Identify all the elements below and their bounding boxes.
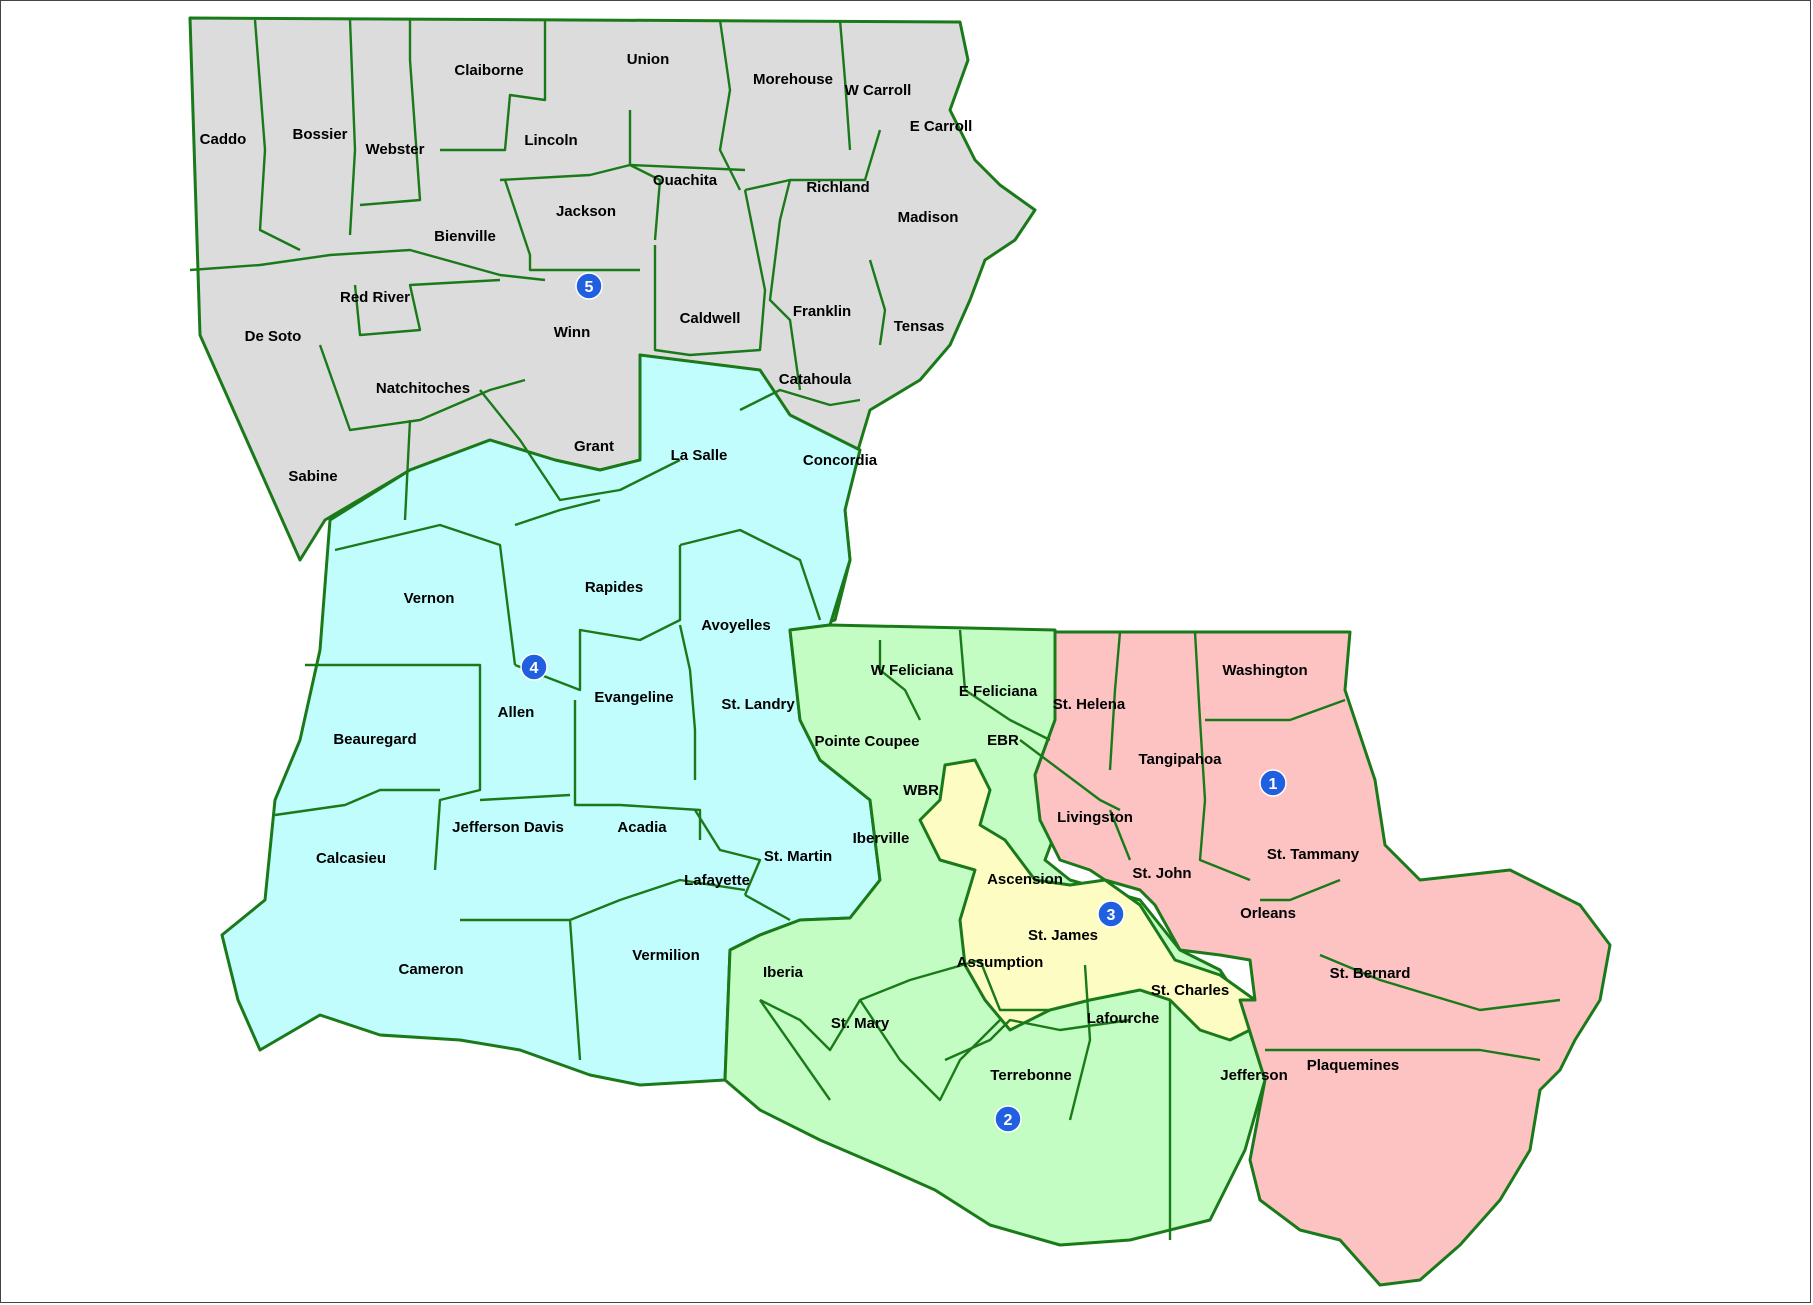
parish-label: Catahoula — [779, 371, 852, 388]
parish-label: St. Charles — [1151, 982, 1229, 999]
parish-labels: Caddo Bossier Webster Claiborne Union Mo… — [200, 51, 1411, 1084]
parish-label: Tensas — [894, 318, 945, 335]
parish-label: Red River — [340, 289, 410, 306]
parish-label: WBR — [903, 782, 939, 799]
parish-label: Morehouse — [753, 71, 833, 88]
parish-label: Vernon — [404, 590, 455, 607]
district-1-marker: 1 — [1259, 769, 1287, 797]
parish-label: Madison — [898, 209, 959, 226]
parish-label: Washington — [1222, 662, 1307, 679]
parish-label: Ouachita — [653, 172, 718, 189]
parish-label: Caldwell — [680, 310, 741, 327]
parish-label: Lafayette — [684, 872, 750, 889]
parish-label: Sabine — [288, 468, 337, 485]
district-marker-dot — [520, 653, 548, 681]
district-4-marker: 4 — [520, 653, 548, 681]
parish-label: Bienville — [434, 228, 496, 245]
parish-label: Beauregard — [333, 731, 416, 748]
parish-label: Concordia — [803, 452, 878, 469]
district-marker-dot — [1097, 900, 1125, 928]
parish-label: St. James — [1028, 927, 1098, 944]
district-number: 3 — [1107, 907, 1116, 924]
parish-label: Tangipahoa — [1138, 751, 1222, 768]
parish-label: St. Mary — [831, 1015, 890, 1032]
district-1-region — [1033, 630, 1612, 1287]
parish-label: St. John — [1132, 865, 1191, 882]
parish-label: Orleans — [1240, 905, 1296, 922]
parish-label: Vermilion — [632, 947, 700, 964]
parish-label: EBR — [987, 732, 1019, 749]
parish-label: De Soto — [245, 328, 302, 345]
parish-label: Richland — [806, 179, 869, 196]
parish-label: Calcasieu — [316, 850, 386, 867]
parish-label: Franklin — [793, 303, 851, 320]
district-number: 5 — [585, 279, 594, 296]
district-3-region — [918, 758, 1257, 1042]
parish-label: Terrebonne — [990, 1067, 1071, 1084]
parish-label: W Carroll — [845, 82, 912, 99]
district-marker-dot — [575, 272, 603, 300]
parish-label: Iberia — [763, 964, 804, 981]
parish-label: Grant — [574, 438, 614, 455]
parish-label: Jackson — [556, 203, 616, 220]
parish-label: E Feliciana — [959, 683, 1038, 700]
parish-label: Webster — [366, 141, 425, 158]
parish-label: E Carroll — [910, 118, 973, 135]
district-marker-dot — [994, 1105, 1022, 1133]
parish-label: Lafourche — [1087, 1010, 1160, 1027]
district-5-marker: 5 — [575, 272, 603, 300]
parish-label: Union — [627, 51, 670, 68]
parish-label: Cameron — [398, 961, 463, 978]
parish-label: Rapides — [585, 579, 643, 596]
district-number: 2 — [1004, 1112, 1013, 1129]
district-2-marker: 2 — [994, 1105, 1022, 1133]
parish-label: Avoyelles — [701, 617, 771, 634]
parish-label: Winn — [554, 324, 591, 341]
parish-boundaries — [189, 19, 1561, 1240]
parish-label: La Salle — [671, 447, 728, 464]
parish-label: Iberville — [853, 830, 910, 847]
parish-label: Plaquemines — [1307, 1057, 1400, 1074]
parish-label: Bossier — [292, 126, 347, 143]
parish-label: Lincoln — [524, 132, 577, 149]
parish-label: Allen — [498, 704, 535, 721]
parish-label: St. Tammany — [1267, 846, 1360, 863]
district-number: 1 — [1269, 776, 1278, 793]
parish-label: Natchitoches — [376, 380, 470, 397]
parish-label: Jefferson Davis — [452, 819, 564, 836]
district-3-marker: 3 — [1097, 900, 1125, 928]
parish-label: St. Landry — [721, 696, 795, 713]
parish-label: Claiborne — [454, 62, 523, 79]
district-marker-dot — [1259, 769, 1287, 797]
parish-label: St. Helena — [1053, 696, 1126, 713]
parish-label: Ascension — [987, 871, 1063, 888]
parish-label: Pointe Coupee — [814, 733, 919, 750]
parish-label: Livingston — [1057, 809, 1133, 826]
parish-label: Evangeline — [594, 689, 673, 706]
parish-label: Caddo — [200, 131, 247, 148]
parish-label: St. Martin — [764, 848, 832, 865]
parish-label: St. Bernard — [1330, 965, 1411, 982]
parish-label: Jefferson — [1220, 1067, 1288, 1084]
parish-label: W Feliciana — [871, 662, 954, 679]
parish-label: Assumption — [957, 954, 1044, 971]
parish-label: Acadia — [617, 819, 667, 836]
district-number: 4 — [530, 660, 539, 677]
